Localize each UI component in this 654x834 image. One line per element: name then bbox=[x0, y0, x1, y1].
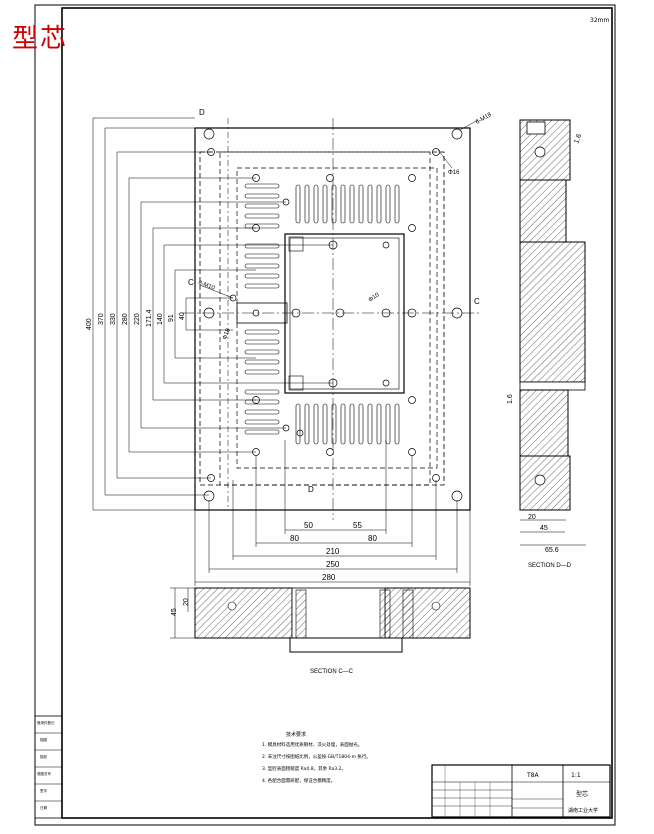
title-block bbox=[431, 764, 611, 818]
part-name: 型芯 bbox=[576, 790, 588, 798]
dim-label: 45 bbox=[171, 608, 178, 616]
dim-label: 140 bbox=[157, 313, 164, 325]
outer-border bbox=[34, 4, 616, 826]
callout-pin: Φ16 bbox=[448, 170, 460, 176]
dim-label: 45 bbox=[540, 525, 548, 532]
dim-label: 20 bbox=[183, 598, 190, 606]
dim-label: 250 bbox=[326, 560, 340, 569]
strip-label: 日期 bbox=[40, 805, 47, 810]
section-c-right: C bbox=[474, 297, 480, 306]
notes-line: 3. 型腔表面粗糙度 Ra0.8，其余 Ra3.2。 bbox=[262, 765, 346, 772]
callout-bolt-holes: 6-M18 bbox=[475, 112, 493, 126]
section-cc-title: SECTION C—C bbox=[310, 669, 354, 675]
strip-label: 描校 bbox=[40, 754, 47, 759]
angle-label: 1.6 bbox=[573, 133, 583, 145]
section-d-top: D bbox=[199, 108, 205, 117]
insert-dashed bbox=[219, 151, 431, 486]
corner-code: 32mm bbox=[590, 17, 609, 24]
dim-label: 280 bbox=[322, 573, 336, 582]
material: T8A bbox=[526, 772, 539, 779]
section-dd-view bbox=[519, 119, 586, 546]
section-markers: D D C C bbox=[188, 108, 480, 510]
notes-line: 4. 各配合面需研配，保证合模精度。 bbox=[262, 777, 335, 784]
plate-outline bbox=[194, 127, 471, 511]
strip-label: 借用件登记 bbox=[37, 720, 55, 725]
dim-label: 80 bbox=[290, 534, 299, 543]
vertical-dim-labels: 400 370 330 280 220 171.4 140 91 40 bbox=[86, 309, 186, 330]
dim-label: 65.6 bbox=[545, 547, 559, 554]
technical-notes: 技术要求 1. 模具材料选用优质钢材，淬火处理，表面抛光。 2. 未注尺寸按图纸… bbox=[262, 731, 371, 784]
section-c-left: C bbox=[188, 278, 194, 287]
horizontal-dims bbox=[194, 440, 471, 586]
callout-guide: Φ10 bbox=[368, 292, 381, 304]
dim-label: 171.4 bbox=[146, 309, 153, 327]
dim-label: 80 bbox=[368, 534, 377, 543]
vertical-dims bbox=[92, 117, 333, 511]
angle-label: 1.6 bbox=[507, 394, 514, 404]
section-cc-labels: 45 20 SECTION C—C bbox=[171, 598, 354, 675]
section-cc-view bbox=[170, 587, 471, 653]
dim-label: 370 bbox=[98, 313, 105, 325]
plan-view bbox=[182, 118, 480, 520]
notes-heading: 技术要求 bbox=[286, 731, 306, 738]
left-strip: 借用件登记 描图 描校 底图总号 签字 日期 bbox=[34, 715, 63, 819]
inner-border bbox=[61, 7, 613, 819]
callouts: 6-M18 Φ16 Φ10 8-M10 Φ18 bbox=[197, 112, 493, 341]
section-dd-title: SECTION D—D bbox=[528, 563, 572, 569]
dim-label: 55 bbox=[353, 521, 362, 530]
strip-label: 底图总号 bbox=[37, 771, 51, 776]
callout-small-holes: 8-M10 bbox=[197, 280, 216, 292]
dim-label: 91 bbox=[168, 314, 175, 322]
strip-label: 签字 bbox=[40, 788, 47, 793]
school: 湖南工业大学 bbox=[568, 807, 598, 814]
section-d-bottom: D bbox=[308, 485, 314, 494]
notes-line: 2. 未注尺寸按图纸比例，公差按 GB/T1804-m 执行。 bbox=[262, 753, 371, 760]
slots-top bbox=[295, 184, 400, 224]
dim-label: 330 bbox=[110, 313, 117, 325]
strip-label: 描图 bbox=[40, 737, 47, 742]
scale: 1:1 bbox=[571, 772, 581, 779]
dim-label: 400 bbox=[86, 318, 93, 330]
dim-label: 220 bbox=[134, 313, 141, 325]
title-mark: 型芯 bbox=[12, 24, 69, 54]
cavity-pocket bbox=[284, 233, 405, 394]
horizontal-dim-labels: 50 55 80 80 210 250 280 bbox=[290, 521, 377, 582]
notes-line: 1. 模具材料选用优质钢材，淬火处理，表面抛光。 bbox=[262, 741, 362, 748]
section-dd-labels: 45 20 65.6 1.6 1.6 SECTION D—D bbox=[507, 133, 583, 569]
dim-label: 40 bbox=[179, 312, 186, 320]
title-block-text: T8A 1:1 型芯 湖南工业大学 bbox=[526, 772, 598, 814]
dim-label: 280 bbox=[122, 313, 129, 325]
dim-label: 50 bbox=[304, 521, 313, 530]
dim-label: 20 bbox=[528, 514, 536, 521]
slots-left bbox=[244, 183, 280, 435]
dim-label: 210 bbox=[326, 547, 340, 556]
slots-bottom bbox=[295, 403, 400, 445]
callout-slot: Φ18 bbox=[222, 327, 232, 340]
